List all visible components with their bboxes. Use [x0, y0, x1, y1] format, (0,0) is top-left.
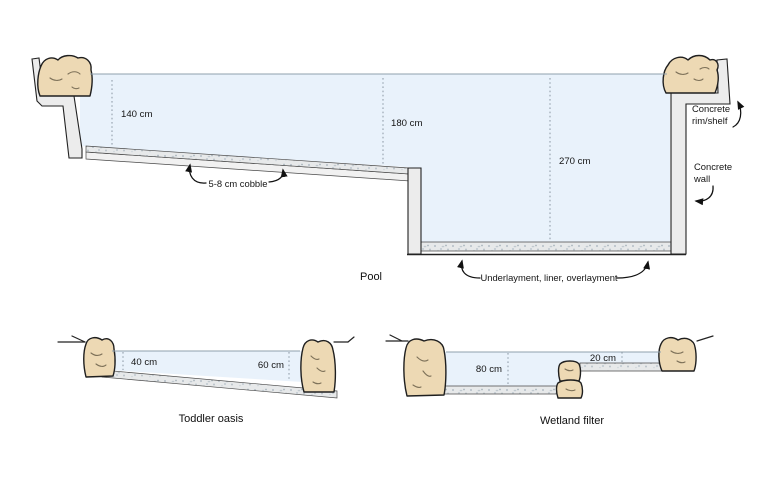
toddler-title: Toddler oasis	[179, 413, 244, 425]
pool-depth-label-140: 140 cm	[121, 109, 152, 120]
rim-note-line1: Concrete	[692, 103, 730, 114]
stone-mark	[675, 71, 689, 75]
pool-floor-gravel	[420, 241, 672, 252]
toddler-water	[108, 351, 303, 382]
pool-left-stone	[37, 54, 93, 97]
stone-mark	[670, 350, 684, 354]
stone-mark	[312, 381, 322, 385]
underlayment-arrow-right	[616, 260, 651, 279]
stone-mark	[416, 356, 429, 362]
pool-depth-label-180: 180 cm	[391, 118, 422, 129]
pool-water	[80, 74, 670, 243]
toddler-depth-label-60: 60 cm	[258, 360, 284, 371]
wetland-ground-tick-left	[389, 334, 403, 342]
stone-mark	[95, 363, 107, 367]
toddler-left-stone	[83, 336, 116, 378]
toddler-right-stone	[300, 339, 337, 393]
toddler-ground-tick-right	[347, 336, 355, 343]
pool-right-stone	[662, 54, 719, 94]
stone-mark	[676, 360, 686, 364]
pool-title: Pool	[360, 271, 382, 283]
stone-mark	[699, 66, 710, 70]
rim-arrow	[732, 100, 745, 128]
toddler-ground-tick-left	[71, 335, 86, 343]
wall-note-line2: wall	[693, 173, 710, 184]
wetland-ground-right	[696, 335, 714, 342]
stone-mark	[49, 77, 63, 81]
underlayment-arrow-left	[457, 259, 481, 279]
wetland-water-shallow	[445, 352, 664, 363]
stone-mark	[412, 384, 422, 388]
stone-mark	[316, 367, 326, 372]
underlayment-note: Underlayment, liner, overlayment	[480, 272, 617, 283]
stone-mark	[693, 78, 704, 82]
wetland-title: Wetland filter	[540, 415, 604, 427]
stone-mark	[67, 71, 81, 75]
stone-mark	[565, 388, 576, 392]
stone-mark	[310, 355, 320, 360]
pool-section: 140 cm 180 cm 270 cm 5-8 cm cobble Under…	[31, 54, 745, 283]
cobble-note: 5-8 cm cobble	[209, 178, 268, 189]
rim-note-line2: rim/shelf	[692, 115, 728, 126]
pool-depth-label-270: 270 cm	[559, 156, 590, 167]
stone-mark	[71, 86, 80, 90]
wetland-middle-stone-bottom	[555, 379, 584, 399]
wetland-filter-section: 80 cm 20 cm Wetland filter	[385, 334, 714, 427]
wetland-deep-gravel	[441, 385, 568, 395]
pool-step-wall	[407, 167, 422, 255]
stone-mark	[564, 368, 574, 372]
cobble-arrow-left	[185, 163, 207, 184]
wetland-shelf-gravel	[579, 362, 664, 372]
wall-note-line1: Concrete	[694, 161, 732, 172]
wetland-depth-label-80: 80 cm	[476, 364, 502, 375]
wetland-left-stone	[403, 338, 447, 397]
stone-mark	[90, 352, 103, 356]
wetland-right-stone	[658, 336, 697, 372]
cobble-arrow-right	[268, 168, 288, 183]
wetland-depth-label-20: 20 cm	[590, 353, 616, 364]
stone-mark	[422, 370, 432, 377]
toddler-depth-label-40: 40 cm	[131, 357, 157, 368]
wall-arrow	[694, 185, 714, 206]
toddler-oasis-section: 40 cm 60 cm Toddler oasis	[57, 335, 355, 425]
